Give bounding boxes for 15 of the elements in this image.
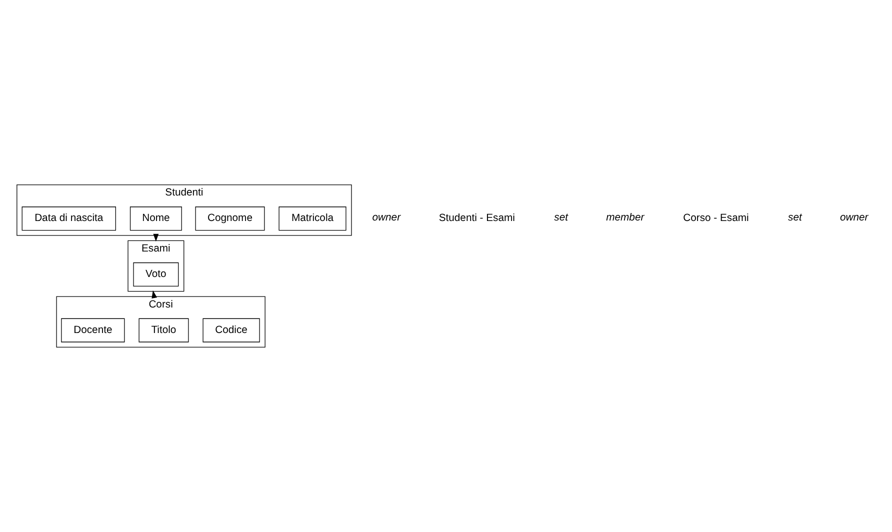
node-box: Nome: [130, 206, 182, 231]
node-box: Titolo: [138, 318, 189, 342]
node-box: Codice: [202, 318, 260, 342]
node-box: Docente: [61, 318, 125, 342]
label: set: [554, 212, 568, 224]
label: Studenti - Esami: [438, 213, 515, 224]
label: owner: [372, 212, 401, 224]
label: member: [606, 212, 644, 224]
node-box: Voto: [133, 262, 179, 286]
node-box: Data di nascita: [22, 206, 116, 231]
label: Corso - Esami: [683, 213, 749, 224]
label: owner: [840, 212, 868, 224]
node-box: Matricola: [278, 206, 346, 231]
label: set: [788, 212, 802, 224]
node-box: Cognome: [195, 206, 265, 231]
